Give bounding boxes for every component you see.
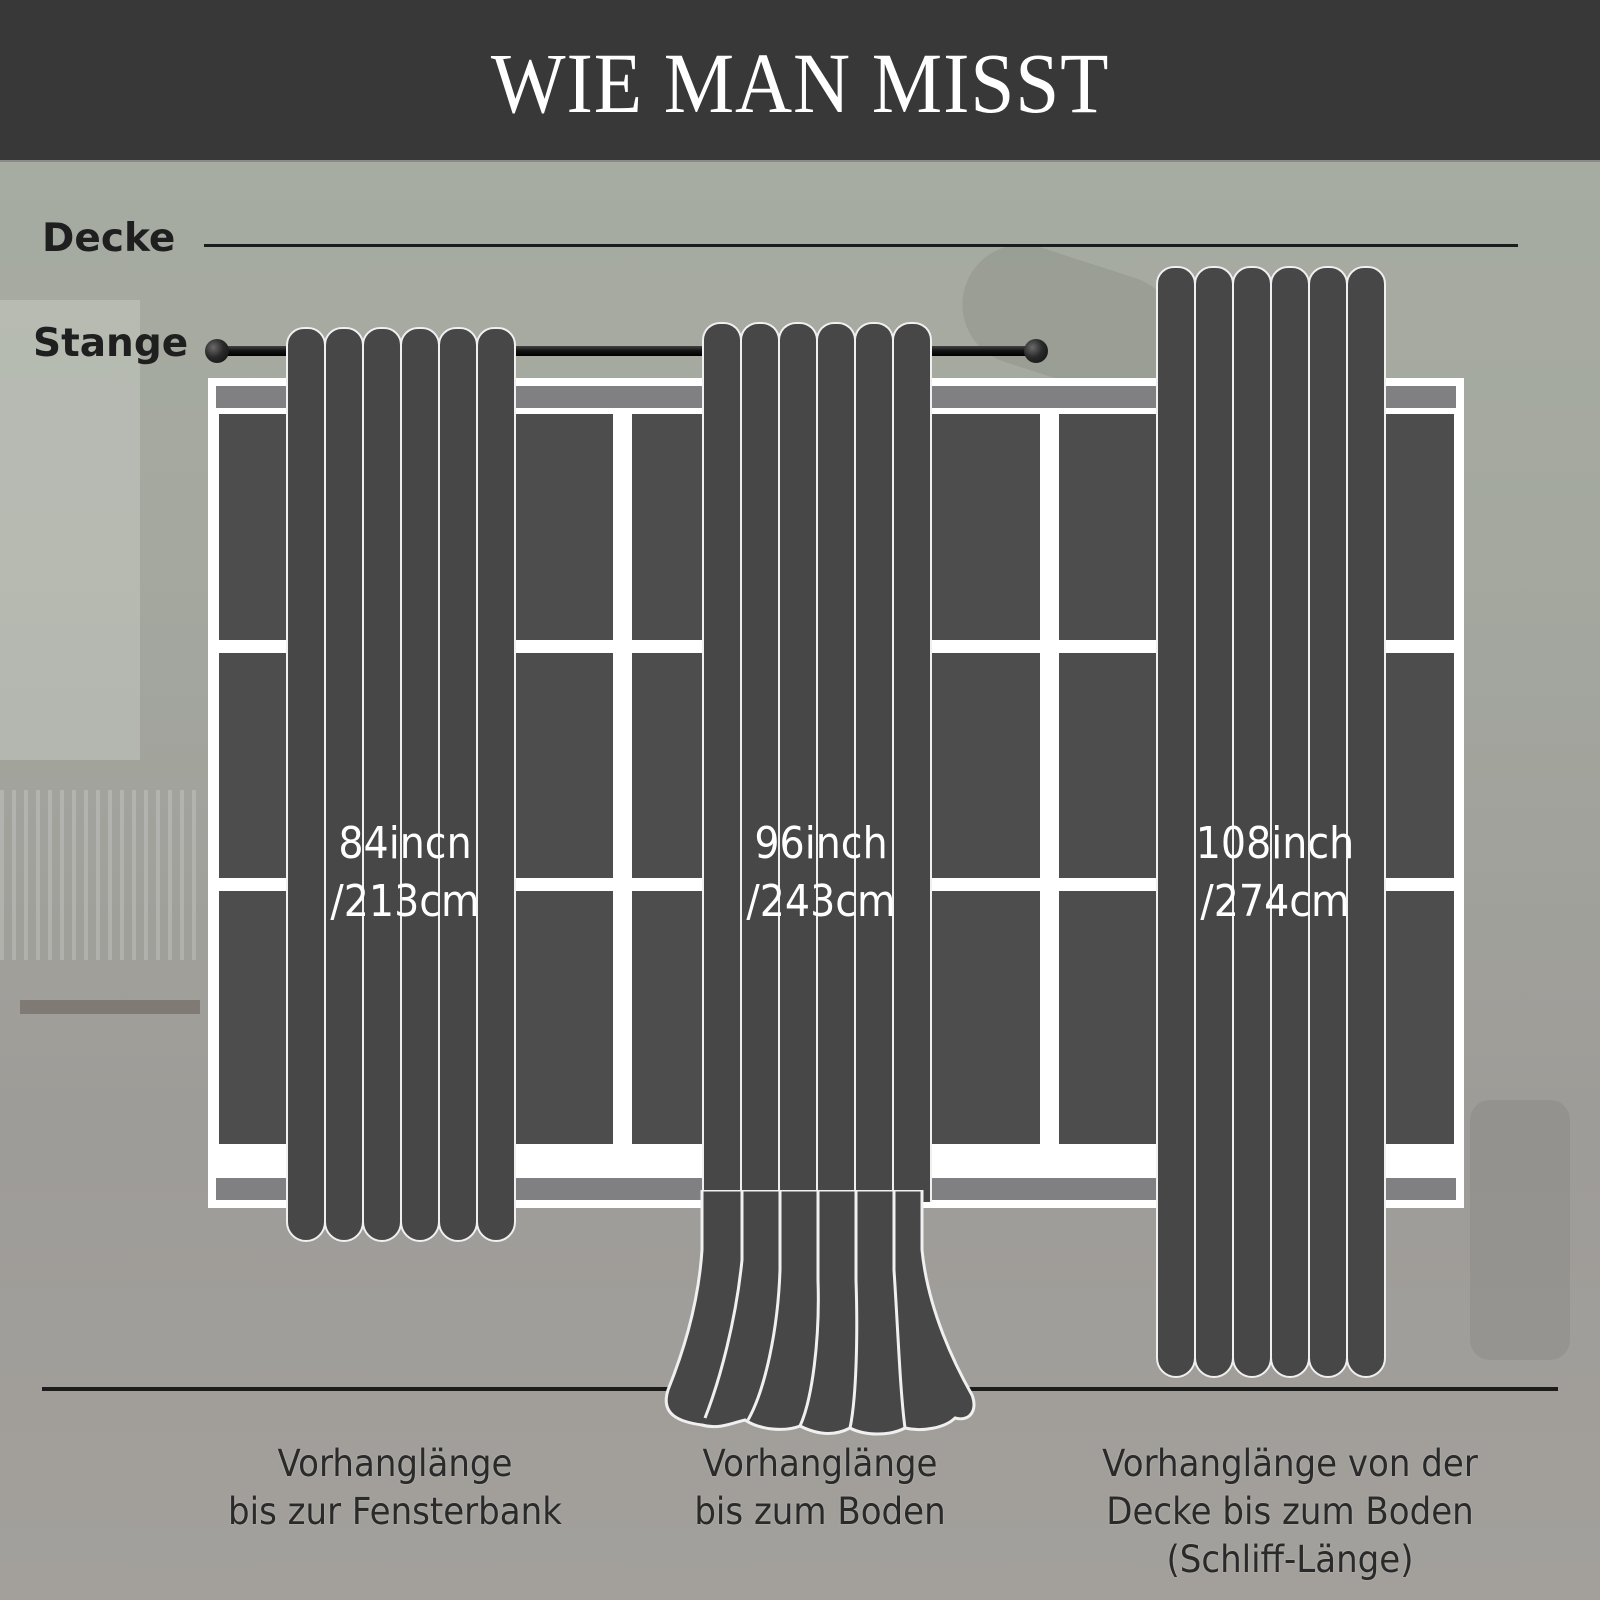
page-title: WIE MAN MISST: [490, 35, 1110, 131]
curtain-pleat: [476, 327, 516, 1242]
curtain-108-ceiling-floor: [1156, 266, 1386, 1378]
caption-line: bis zum Boden: [694, 1490, 946, 1533]
curtain-pleat: [286, 327, 326, 1242]
curtain-pleat: [324, 327, 364, 1242]
curtain-pleat: [854, 322, 894, 1202]
background-radiator: [0, 790, 200, 960]
rod-finial-right-icon: [1024, 339, 1048, 363]
caption-line: bis zur Fensterbank: [228, 1490, 562, 1533]
length-inch: 108inch: [1195, 818, 1355, 869]
measurement-84: 84incn /213cm: [311, 815, 500, 931]
curtain-pleat: [892, 322, 932, 1202]
curtain-pleat: [1270, 266, 1310, 1378]
curtain-pleat: [362, 327, 402, 1242]
ceiling-line: [204, 244, 1518, 247]
curtain-rod: [214, 346, 1034, 356]
background-window-left: [0, 300, 140, 760]
caption-line: Decke bis zum Boden: [1106, 1490, 1474, 1533]
curtain-pleat: [702, 322, 742, 1202]
curtain-pleat: [778, 322, 818, 1202]
caption-line: Vorhanglänge: [702, 1442, 938, 1485]
curtain-pleat: [1346, 266, 1386, 1378]
curtain-pleat: [400, 327, 440, 1242]
caption-line: Vorhanglänge von der: [1102, 1442, 1478, 1485]
caption-floor: Vorhanglänge bis zum Boden: [664, 1440, 977, 1536]
rod-finial-left-icon: [205, 339, 229, 363]
curtain-pleat: [816, 322, 856, 1202]
curtain-84-sill: [286, 327, 516, 1242]
header-bar: WIE MAN MISST: [0, 0, 1600, 162]
curtain-pleat: [740, 322, 780, 1202]
length-inch: 96inch: [754, 818, 888, 869]
background-table: [20, 1000, 200, 1014]
length-cm: /213cm: [330, 876, 480, 927]
caption-line: Vorhanglänge: [277, 1442, 513, 1485]
rod-label: Stange: [33, 321, 189, 366]
curtain-pleat: [1308, 266, 1348, 1378]
background-lamp: [1470, 1100, 1570, 1360]
curtain-pleat: [438, 327, 478, 1242]
curtain-96-floor: [702, 322, 932, 1202]
length-inch: 84incn: [338, 818, 472, 869]
curtain-96-flare: [664, 1190, 976, 1436]
length-cm: /243cm: [746, 876, 896, 927]
measurement-96: 96inch /243cm: [727, 815, 916, 931]
caption-sill: Vorhanglänge bis zur Fensterbank: [206, 1440, 583, 1536]
caption-ceiling-floor: Vorhanglänge von der Decke bis zum Boden…: [1078, 1440, 1501, 1584]
ceiling-label: Decke: [42, 216, 176, 261]
caption-line: (Schliff-Länge): [1166, 1538, 1414, 1581]
length-cm: /274cm: [1200, 876, 1350, 927]
measurement-108: 108inch /274cm: [1172, 815, 1379, 931]
